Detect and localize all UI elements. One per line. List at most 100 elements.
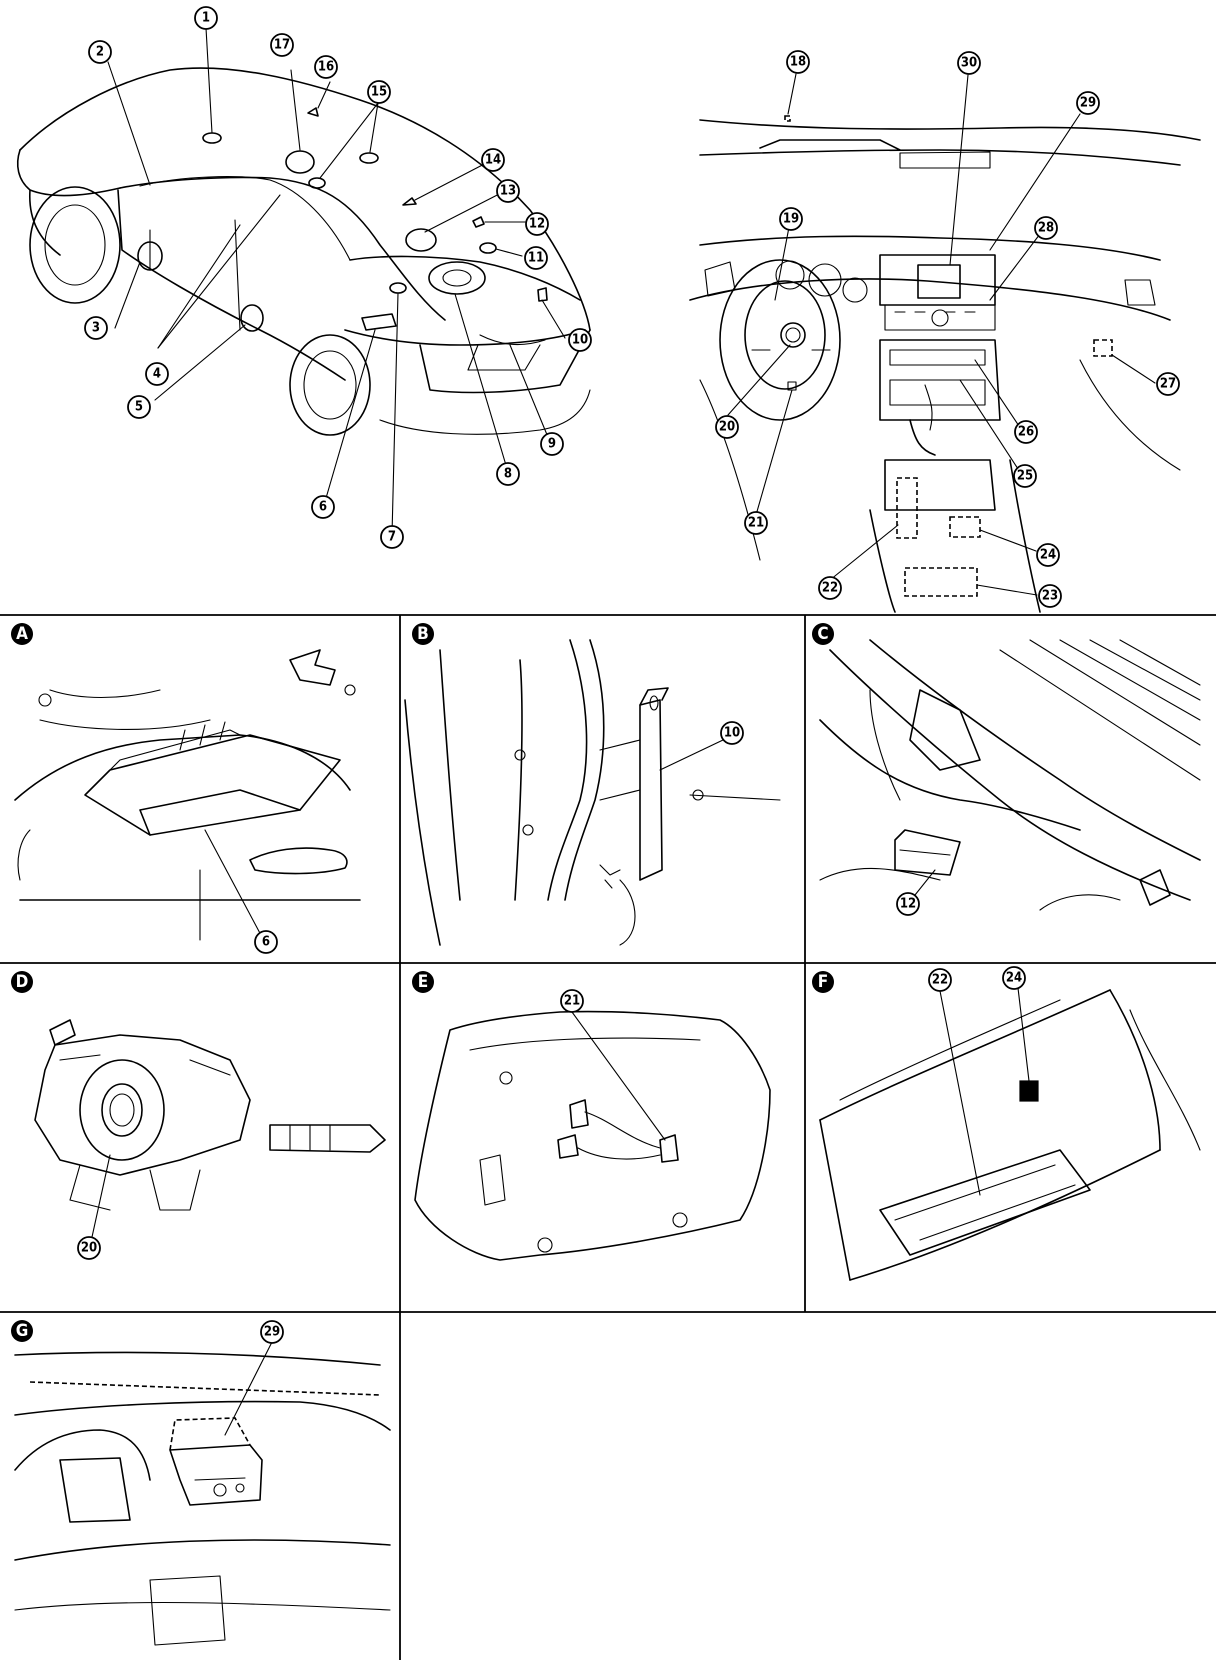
callout-14: 14 (481, 148, 505, 172)
callout-17: 17 (270, 33, 294, 57)
callout-3: 3 (84, 316, 108, 340)
svg-text:21: 21 (748, 516, 764, 531)
svg-text:17: 17 (274, 38, 290, 53)
svg-text:29: 29 (264, 1325, 280, 1340)
callout-5: 5 (127, 395, 151, 419)
svg-text:F: F (818, 972, 828, 992)
speaker-15a (308, 177, 326, 189)
svg-text:6: 6 (262, 935, 270, 950)
svg-text:29: 29 (1080, 96, 1096, 111)
panel-leader-lines (91, 739, 1030, 1436)
speaker-11 (479, 242, 497, 254)
callout-19: 19 (779, 207, 803, 231)
svg-text:D: D (16, 972, 29, 992)
svg-text:1: 1 (202, 11, 210, 26)
panel-e-illustration (414, 1010, 771, 1261)
location-18-box (784, 115, 791, 122)
antenna-16 (307, 107, 319, 117)
svg-text:13: 13 (500, 184, 516, 199)
location-24-box (949, 516, 981, 538)
svg-text:8: 8 (504, 467, 512, 482)
callout-27: 27 (1156, 372, 1180, 396)
location-27-box (1093, 339, 1113, 357)
panel-f-illustration (819, 989, 1201, 1281)
callout-9: 9 (540, 432, 564, 456)
door-speaker-rear (240, 304, 264, 332)
svg-text:20: 20 (81, 1241, 97, 1256)
svg-text:15: 15 (371, 85, 387, 100)
svg-text:14: 14 (485, 153, 501, 168)
callout-21: 21 (744, 511, 768, 535)
callout-24: 24 (1036, 543, 1060, 567)
location-23-box (904, 567, 978, 597)
panel-grid (0, 614, 1216, 1660)
car-leader-lines (107, 27, 566, 536)
callout-28: 28 (1034, 216, 1058, 240)
bracket-10 (537, 287, 548, 302)
svg-text:C: C (817, 624, 828, 644)
callout-25: 25 (1013, 464, 1037, 488)
svg-text:21: 21 (564, 994, 580, 1009)
svg-text:25: 25 (1017, 469, 1033, 484)
subwoofer-8 (428, 261, 486, 295)
panel-e-callout-21: 21 (560, 989, 584, 1013)
panel-d-illustration (34, 1019, 386, 1211)
svg-text:30: 30 (961, 56, 977, 71)
panel-f-callout-22: 22 (928, 968, 952, 992)
svg-text:26: 26 (1018, 425, 1034, 440)
callout-4: 4 (145, 362, 169, 386)
callout-16: 16 (314, 55, 338, 79)
svg-text:20: 20 (719, 420, 735, 435)
car-components (137, 107, 548, 332)
roof-component-1 (202, 132, 222, 144)
callout-30: 30 (957, 51, 981, 75)
module-12 (472, 216, 485, 228)
callout-22: 22 (818, 576, 842, 600)
svg-text:24: 24 (1040, 548, 1056, 563)
svg-text:11: 11 (528, 251, 544, 266)
panel-c-callout-12: 12 (896, 892, 920, 916)
callout-13: 13 (496, 179, 520, 203)
speaker-13 (405, 228, 437, 252)
svg-text:27: 27 (1160, 377, 1176, 392)
panel-f-callout-24: 24 (1002, 966, 1026, 990)
svg-text:3: 3 (92, 321, 100, 336)
panel-letter-e: E (412, 971, 434, 993)
panel-letter-b: B (412, 623, 434, 645)
panel-letters: A B C D E F G (11, 623, 834, 1342)
svg-text:12: 12 (900, 897, 916, 912)
panel-letter-g: G (11, 1320, 33, 1342)
svg-text:18: 18 (790, 55, 806, 70)
speaker-17 (285, 150, 315, 174)
svg-text:G: G (16, 1321, 29, 1341)
svg-text:4: 4 (153, 367, 161, 382)
device-24-shape (1019, 1080, 1039, 1102)
panel-g-callout-29: 29 (260, 1320, 284, 1344)
speaker-7 (389, 282, 407, 294)
callouts: 1 2 3 4 5 6 7 8 9 10 11 12 13 14 15 16 1… (77, 6, 1180, 1344)
location-22-box (896, 477, 918, 539)
panel-letter-d: D (11, 971, 33, 993)
svg-text:9: 9 (548, 437, 556, 452)
svg-text:5: 5 (135, 400, 143, 415)
svg-text:22: 22 (932, 973, 948, 988)
panel-c-illustration (819, 639, 1201, 911)
callout-2: 2 (88, 40, 112, 64)
callout-1: 1 (194, 6, 218, 30)
panel-letter-c: C (812, 623, 834, 645)
panel-b-callout-10: 10 (720, 721, 744, 745)
callout-20: 20 (715, 415, 739, 439)
door-speaker-front (137, 241, 163, 271)
speaker-15b (359, 152, 379, 164)
callout-10: 10 (568, 328, 592, 352)
callout-29: 29 (1076, 91, 1100, 115)
panel-a-illustration (14, 649, 361, 941)
svg-text:24: 24 (1006, 971, 1022, 986)
svg-text:A: A (16, 624, 28, 644)
callout-26: 26 (1014, 420, 1038, 444)
svg-text:10: 10 (572, 333, 588, 348)
svg-text:E: E (418, 972, 428, 992)
svg-text:10: 10 (724, 726, 740, 741)
callout-6: 6 (311, 495, 335, 519)
